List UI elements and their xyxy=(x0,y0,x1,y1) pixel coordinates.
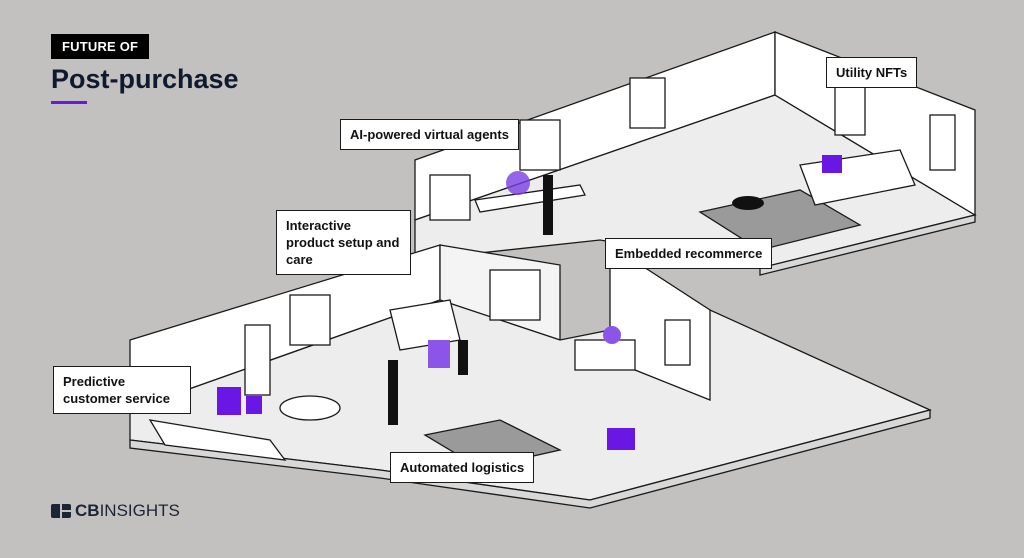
office-desk xyxy=(574,339,636,371)
nft-frame xyxy=(822,155,842,173)
brand-rest: INSIGHTS xyxy=(99,501,180,520)
window xyxy=(629,77,666,129)
label-automated-logistics: Automated logistics xyxy=(390,452,535,483)
window xyxy=(519,119,561,171)
kicker-badge: FUTURE OF xyxy=(51,34,150,59)
brand-bold: CB xyxy=(75,501,100,520)
person-setup xyxy=(458,340,468,375)
person-agent xyxy=(543,175,553,235)
cb-logo-icon xyxy=(51,504,71,518)
label-embedded-recommerce: Embedded recommerce xyxy=(605,238,773,269)
window xyxy=(664,319,691,366)
label-predictive-service: Predictive customer service xyxy=(53,366,191,414)
ai-agent-screen xyxy=(506,171,530,195)
alert-badge xyxy=(246,396,262,414)
upper-slab-edge xyxy=(759,214,976,276)
label-ai-agents: AI-powered virtual agents xyxy=(340,119,519,150)
kitchen-counter xyxy=(148,419,287,461)
person-phone xyxy=(388,360,398,425)
window xyxy=(289,294,331,346)
oven-screen xyxy=(217,387,241,415)
dining-table xyxy=(279,395,341,421)
recommerce-screen xyxy=(603,326,621,344)
window xyxy=(834,84,866,136)
label-interactive-setup: Interactive product setup and care xyxy=(276,210,411,275)
window xyxy=(489,269,541,321)
window xyxy=(429,174,471,221)
label-utility-nfts: Utility NFTs xyxy=(826,57,918,88)
window xyxy=(929,114,956,171)
fridge xyxy=(244,324,271,396)
dog xyxy=(732,196,764,210)
page-title: Post-purchase xyxy=(51,64,239,94)
delivery-box xyxy=(607,428,635,450)
cb-insights-logo: CBINSIGHTS xyxy=(51,501,180,521)
setup-screen xyxy=(428,340,450,368)
title-underline xyxy=(51,101,87,104)
